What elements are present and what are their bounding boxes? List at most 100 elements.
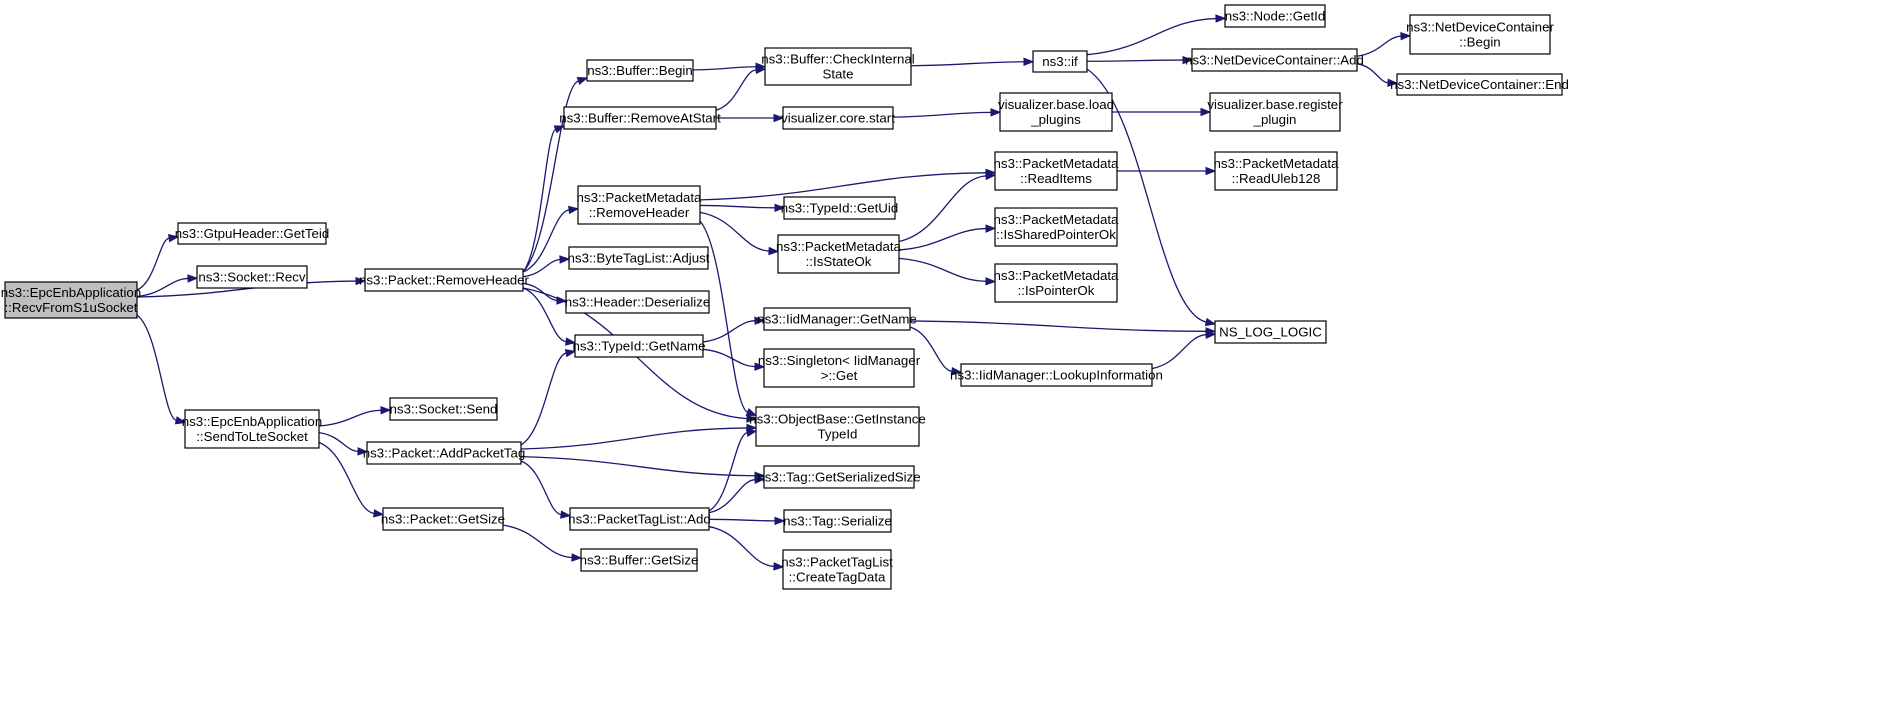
node-label-line: TypeId [818, 427, 858, 442]
node-label-line: ::ReadItems [1020, 171, 1092, 186]
call-edge-line [1086, 59, 1184, 62]
arrowhead [754, 475, 766, 484]
node-label-line: >::Get [821, 368, 858, 383]
node-pm-issharedpointerok[interactable]: ns3::PacketMetadata::IsSharedPointerOk [994, 207, 1120, 247]
node-buffer-removeatstart[interactable]: ns3::Buffer::RemoveAtStart [559, 106, 721, 130]
node-box [763, 348, 915, 388]
call-edge-line [522, 209, 570, 273]
node-box [565, 290, 710, 314]
node-label-line: ns3::NetDeviceContainer::Add [1185, 53, 1364, 68]
call-edge [520, 455, 766, 480]
node-label-line: ns3::Packet::GetSize [381, 512, 505, 527]
arrowhead [754, 362, 766, 371]
node-label-line: ns3::Packet::AddPacketTag [363, 446, 526, 461]
node-buffer-getsize[interactable]: ns3::Buffer::GetSize [580, 548, 699, 572]
node-box [999, 92, 1113, 132]
node-ndc-begin[interactable]: ns3::NetDeviceContainer::Begin [1406, 14, 1554, 55]
call-edge-line [708, 518, 776, 522]
call-edge [708, 525, 785, 571]
node-pm-ispointerok[interactable]: ns3::PacketMetadata::IsPointerOk [994, 263, 1120, 303]
node-ns-log-logic[interactable]: NS_LOG_LOGIC [1214, 320, 1327, 344]
arrowhead [564, 348, 577, 358]
call-edge-line [1356, 63, 1389, 84]
node-pm-readitems[interactable]: ns3::PacketMetadata::ReadItems [994, 151, 1120, 191]
node-box [389, 397, 498, 421]
node-typeid-getuid[interactable]: ns3::TypeId::GetUid [781, 196, 899, 220]
node-label-line: ::IsPointerOk [1018, 283, 1095, 298]
arrowhead [1215, 14, 1227, 23]
node-box [382, 507, 504, 531]
node-packet-addpackettag[interactable]: ns3::Packet::AddPacketTag [363, 441, 526, 465]
node-header-deserialize[interactable]: ns3::Header::Deserialize [565, 290, 711, 314]
arrowhead [560, 510, 572, 519]
node-box [763, 307, 911, 331]
node-label-line: ns3::EpcEnbApplication [1, 285, 141, 300]
node-typeid-getname[interactable]: ns3::TypeId::GetName [572, 334, 706, 358]
node-socket-recv[interactable]: ns3::Socket::Recv [196, 265, 308, 289]
node-sendtolte[interactable]: ns3::EpcEnbApplication::SendToLteSocket [182, 409, 322, 449]
node-ptl-createtagdata[interactable]: ns3::PacketTagList::CreateTagData [781, 549, 893, 590]
call-edge [318, 441, 385, 518]
node-pm-readuleb128[interactable]: ns3::PacketMetadata::ReadUleb128 [1214, 151, 1340, 191]
node-ndc-end[interactable]: ns3::NetDeviceContainer::End [1390, 73, 1569, 96]
arrowhead [174, 416, 187, 425]
call-edge [520, 460, 572, 519]
node-socket-send[interactable]: ns3::Socket::Send [389, 397, 498, 421]
node-viz-base-load[interactable]: visualizer.base.load_plugins [998, 92, 1114, 132]
node-label-line: ::SendToLteSocket [196, 429, 308, 444]
call-edge [136, 233, 180, 291]
node-box [994, 263, 1118, 303]
call-edge-line [520, 352, 567, 446]
node-pm-removeheader[interactable]: ns3::PacketMetadata::RemoveHeader [577, 185, 703, 225]
node-viz-base-register[interactable]: visualizer.base.register_plugin [1207, 92, 1343, 132]
node-iidmanager-getname[interactable]: ns3::IidManager::GetName [757, 307, 917, 331]
arrowhead [754, 316, 766, 325]
node-gtpu-getteid[interactable]: ns3::GtpuHeader::GetTeid [175, 222, 329, 245]
arrowhead [1204, 317, 1217, 327]
node-packet-removeheader[interactable]: ns3::Packet::RemoveHeader [359, 268, 530, 292]
node-tag-getserializedsize[interactable]: ns3::Tag::GetSerializedSize [757, 465, 921, 489]
call-edge-line [699, 220, 749, 413]
node-ndc-add[interactable]: ns3::NetDeviceContainer::Add [1185, 48, 1364, 72]
node-box [960, 363, 1153, 387]
node-bytetag-adjust[interactable]: ns3::ByteTagList::Adjust [568, 246, 710, 270]
call-edge-line [318, 431, 359, 453]
node-tag-serialize[interactable]: ns3::Tag::Serialize [783, 509, 892, 533]
call-edge [522, 205, 580, 273]
call-edge [715, 65, 767, 111]
arrowhead [565, 337, 577, 346]
node-box [4, 281, 138, 319]
node-node-getid[interactable]: ns3::Node::GetId [1224, 4, 1326, 28]
call-edge-line [708, 525, 775, 568]
node-label-line: ns3::TypeId::GetName [572, 339, 705, 354]
node-box [1209, 92, 1341, 132]
call-edge [520, 348, 577, 446]
node-box [782, 106, 894, 130]
node-label-line: ns3::Tag::Serialize [783, 514, 892, 529]
arrowhead [357, 447, 369, 456]
node-box [366, 441, 522, 465]
arrowhead [167, 233, 180, 243]
arrowhead [1400, 31, 1412, 41]
call-edge [909, 326, 963, 376]
arrowhead [1200, 107, 1212, 117]
node-pm-isstateok[interactable]: ns3::PacketMetadata::IsStateOk [776, 234, 902, 274]
arrowhead [774, 203, 786, 213]
node-packet-getsize[interactable]: ns3::Packet::GetSize [381, 507, 505, 531]
node-recv-s1u[interactable]: ns3::EpcEnbApplication::RecvFromS1uSocke… [1, 281, 141, 319]
node-label-line: ::Begin [1459, 35, 1500, 50]
arrowhead [951, 367, 963, 376]
node-iidmanager-lookup[interactable]: ns3::IidManager::LookupInformation [950, 363, 1163, 387]
node-viz-core-start[interactable]: visualizer.core.start [781, 106, 895, 130]
call-edge-line [1356, 35, 1402, 57]
call-edge-line [708, 432, 748, 512]
call-edge-line [699, 172, 987, 201]
node-ns3-if[interactable]: ns3::if [1032, 50, 1088, 73]
node-packettaglist-add[interactable]: ns3::PacketTagList::Add [568, 507, 711, 531]
arrowhead [773, 113, 785, 123]
node-buffer-begin[interactable]: ns3::Buffer::Begin [586, 59, 694, 82]
node-singleton-get[interactable]: ns3::Singleton< IidManager>::Get [758, 348, 921, 388]
node-box [782, 549, 892, 590]
